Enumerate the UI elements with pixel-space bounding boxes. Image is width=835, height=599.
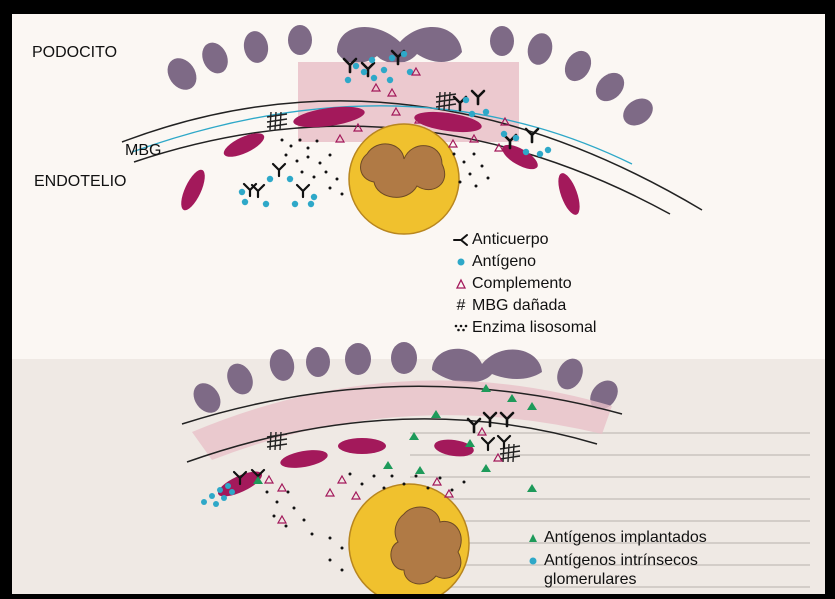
legend-item-complemento: Complemento xyxy=(450,274,572,294)
legend-label: glomerulares xyxy=(544,571,636,589)
top-diagram xyxy=(122,25,702,234)
complement-triangle-icon xyxy=(450,278,472,290)
antigen-dot-icon xyxy=(522,556,544,566)
figure-frame: PODOCITO MBG ENDOTELIO Anticuerpo Antíge… xyxy=(10,12,827,596)
legend-label: Antígenos implantados xyxy=(544,529,707,547)
antigen-dot-icon xyxy=(450,257,472,267)
legend-label: MBG dañada xyxy=(472,297,566,315)
gbm-deposit-band xyxy=(192,380,612,460)
label-podocito: PODOCITO xyxy=(32,44,117,62)
enzyme-dots-icon xyxy=(450,323,472,333)
neutrophil xyxy=(349,484,469,596)
label-mbg: MBG xyxy=(125,142,161,160)
legend-label: Anticuerpo xyxy=(472,231,549,249)
label-endotelio: ENDOTELIO xyxy=(34,173,126,191)
hash-icon: # xyxy=(450,297,472,315)
legend-item-implantados: Antígenos implantados xyxy=(522,528,707,548)
legend-label: Antígeno xyxy=(472,253,536,271)
legend-label: Enzima lisosomal xyxy=(472,319,596,337)
legend-item-mbg-danada: # MBG dañada xyxy=(450,296,566,316)
legend-item-anticuerpo: Anticuerpo xyxy=(450,230,549,250)
legend-item-intrinsecos: Antígenos intrínsecos xyxy=(522,551,698,571)
legend-item-antigeno: Antígeno xyxy=(450,252,536,272)
diagram-svg xyxy=(12,14,827,596)
neutrophil xyxy=(349,124,459,234)
legend-label: Complemento xyxy=(472,275,572,293)
legend-item-glomerulares: glomerulares xyxy=(522,570,636,590)
legend-item-enzima: Enzima lisosomal xyxy=(450,318,596,338)
antibody-icon xyxy=(450,233,472,247)
green-triangle-icon xyxy=(522,532,544,544)
legend-label: Antígenos intrínsecos xyxy=(544,552,698,570)
